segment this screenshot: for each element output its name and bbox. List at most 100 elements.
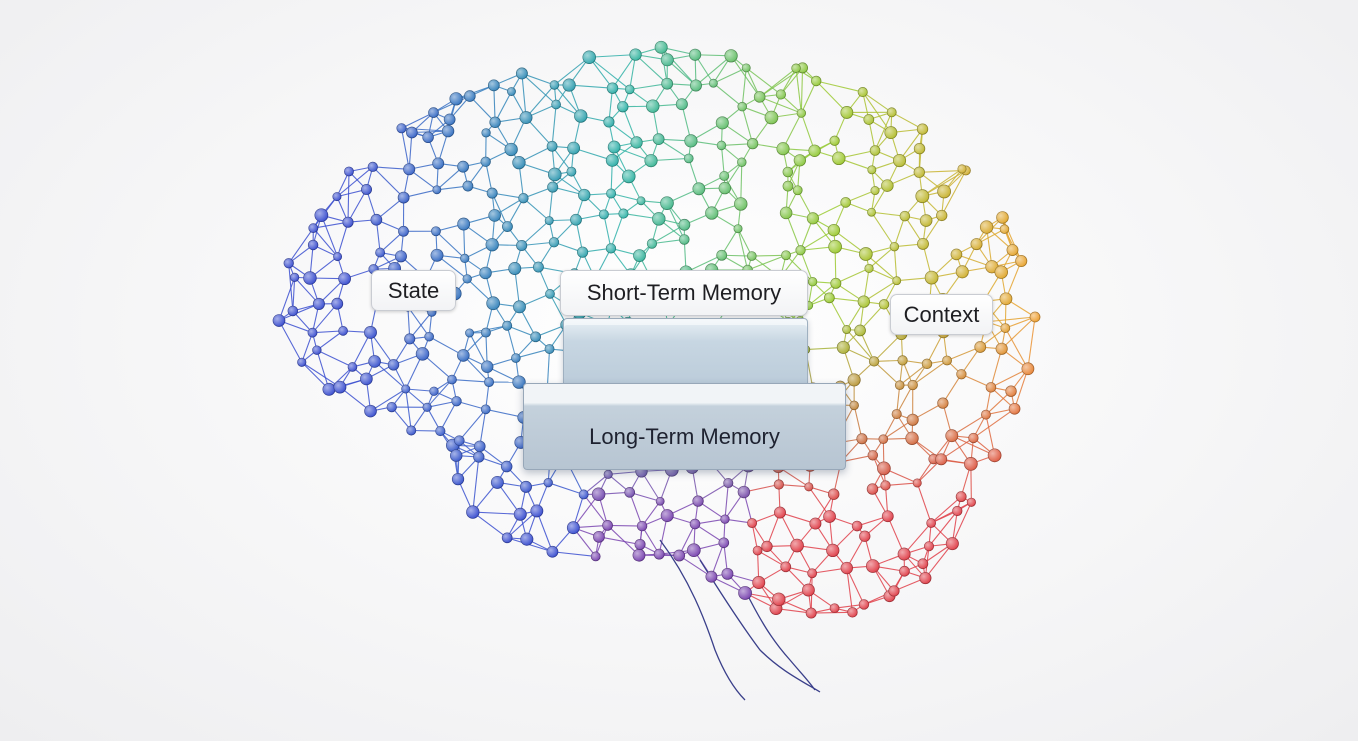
network-edge [405,388,435,392]
state-label: State [371,270,456,311]
network-node [364,404,377,418]
network-node [489,116,501,128]
network-node [287,305,299,317]
network-node [916,123,929,135]
network-edge [523,197,550,222]
network-node [578,489,589,500]
network-edge [874,112,893,151]
network-node [480,156,491,167]
network-edge [893,215,906,247]
network-node [333,380,347,394]
network-edge [312,303,338,334]
network-edge [896,384,914,415]
network-node [567,141,580,155]
network-edge [493,85,496,123]
network-node [687,543,701,557]
network-node [897,547,911,561]
network-node [1021,362,1035,376]
network-node [942,355,952,366]
network-edge [641,525,660,555]
network-node [773,479,784,490]
network-node [673,549,686,562]
network-node [924,270,939,285]
network-edge [573,147,613,161]
network-edge [912,360,948,386]
network-node [574,109,588,123]
network-node [507,87,516,96]
network-node [974,341,987,353]
network-node [636,520,648,532]
network-edge [401,112,434,129]
network-node [630,136,643,149]
network-edge [521,73,527,118]
network-edge [1014,368,1029,409]
network-node [796,108,807,118]
network-node [428,107,439,118]
network-node [792,185,803,196]
network-node [338,272,351,286]
network-edge [521,73,557,105]
network-node [840,561,853,575]
network-node [1000,323,1011,333]
network-edge [485,408,524,418]
network-edge [745,67,782,95]
network-node [863,114,875,125]
network-edge [941,170,967,216]
network-node [480,404,491,415]
network-node [1008,402,1021,415]
brain-stem-strand [699,559,821,693]
network-node [403,163,416,176]
network-node [654,40,668,54]
network-node [443,113,456,126]
network-edge [785,254,813,283]
network-node [598,209,609,220]
network-edge [873,360,901,386]
network-edge [759,67,797,98]
network-node [332,192,342,202]
network-node [847,373,861,387]
network-node [547,181,559,193]
network-node [892,276,902,286]
network-node [826,543,840,558]
network-node [868,356,880,367]
network-node [652,133,665,146]
network-node [312,297,325,310]
network-edge [607,525,640,556]
network-node [994,265,1008,279]
network-node [827,223,841,237]
network-node [449,92,463,106]
network-node [718,181,732,195]
network-edge [922,169,967,197]
network-edge [846,567,853,613]
network-node [462,274,472,284]
network-edge [835,267,870,284]
network-node [985,382,997,393]
network-edge [651,238,685,245]
network-node [465,328,475,338]
network-node [367,161,378,172]
network-node [544,344,555,354]
network-edge [491,192,508,227]
network-edge [472,456,480,513]
network-edge [494,91,512,123]
network-node [342,216,354,228]
network-edge [922,168,963,197]
network-node [338,326,348,336]
network-node [870,186,880,196]
network-node [479,266,492,280]
network-edge [985,414,996,456]
network-edge [713,67,747,84]
network-node [397,191,410,204]
network-edge [859,303,885,331]
network-edge [629,492,643,527]
network-node [823,510,836,523]
network-edge [372,166,405,198]
network-node [607,140,621,154]
network-node [923,541,934,552]
network-node [809,517,822,530]
network-edge [868,267,897,282]
network-node [867,165,877,175]
network-node [830,277,842,289]
network-node [473,451,485,463]
